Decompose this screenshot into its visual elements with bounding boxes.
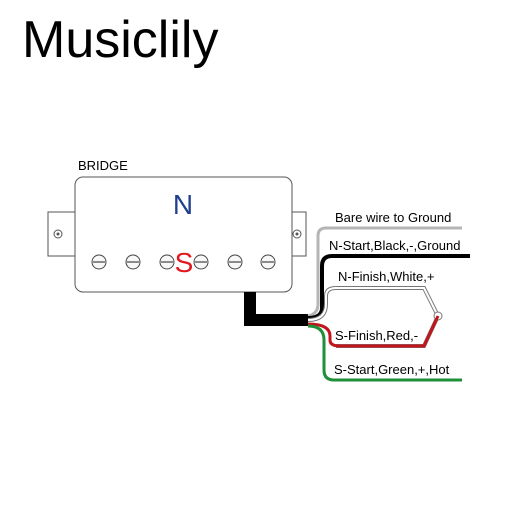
- mount-hole-left-center: [56, 232, 60, 236]
- red-wire: [307, 315, 440, 348]
- cable-jacket: [244, 292, 308, 326]
- south-coil-label: S: [175, 247, 194, 278]
- north-coil-label: N: [173, 189, 193, 220]
- mount-hole-right-center: [295, 232, 299, 236]
- wire-label-n-start: N-Start,Black,-,Ground: [329, 238, 461, 253]
- mount-hole-right: [292, 229, 302, 239]
- white-wire: [307, 287, 439, 321]
- green-wire: [307, 324, 462, 382]
- wire-label-s-finish: S-Finish,Red,-: [335, 328, 418, 343]
- mount-hole-left: [53, 229, 63, 239]
- pickup-position-label: BRIDGE: [78, 158, 128, 173]
- wire-label-n-finish: N-Finish,White,+: [338, 269, 434, 284]
- pole-pieces: [91, 254, 276, 270]
- black-wire: [307, 254, 470, 320]
- wire-label-s-start: S-Start,Green,+,Hot: [334, 362, 450, 377]
- wire-label-bare: Bare wire to Ground: [335, 210, 451, 225]
- bare-wire: [307, 226, 462, 318]
- brand-title: Musiclily: [22, 11, 219, 69]
